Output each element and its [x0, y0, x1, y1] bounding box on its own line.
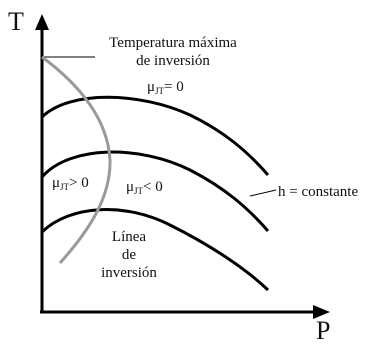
isenthalp-curve-middle: [40, 150, 270, 232]
mu-symbol: μ: [147, 79, 156, 95]
isenthalp-curve-bottom: [40, 208, 270, 292]
inversion-curve: [41, 55, 112, 264]
mu-subscript: JT: [155, 86, 165, 96]
y-axis-arrow: [35, 14, 49, 30]
inversion-label: Línea de inversión: [94, 230, 164, 281]
y-axis-label: T: [8, 7, 24, 36]
max-temp-line1: Temperatura máxima: [109, 35, 237, 51]
x-axis-label: P: [316, 316, 331, 345]
mu-zero-label: μJT= 0: [147, 80, 184, 96]
mu-negative-label: μJT< 0: [126, 180, 163, 196]
max-temp-line2: de inversión: [136, 53, 210, 69]
mu-symbol: μ: [52, 175, 61, 191]
mu-symbol: μ: [126, 179, 135, 195]
x-axis-arrow: [313, 305, 330, 319]
mu-negative-text: < 0: [143, 179, 163, 195]
mu-positive-label: μJT> 0: [52, 176, 89, 192]
inversion-line2: de: [121, 247, 137, 263]
mu-subscript: JT: [134, 186, 144, 196]
enthalpy-leader: [249, 189, 277, 197]
enthalpy-label: h = constante: [278, 184, 359, 200]
mu-positive-text: > 0: [69, 175, 89, 191]
inversion-line1: Línea: [111, 229, 147, 245]
inversion-line3: inversión: [101, 265, 157, 281]
mu-subscript: JT: [60, 182, 70, 192]
max-temp-label: Temperatura máxima de inversión: [98, 36, 248, 69]
isenthalp-curve-top: [40, 95, 270, 176]
mu-zero-text: = 0: [164, 79, 184, 95]
